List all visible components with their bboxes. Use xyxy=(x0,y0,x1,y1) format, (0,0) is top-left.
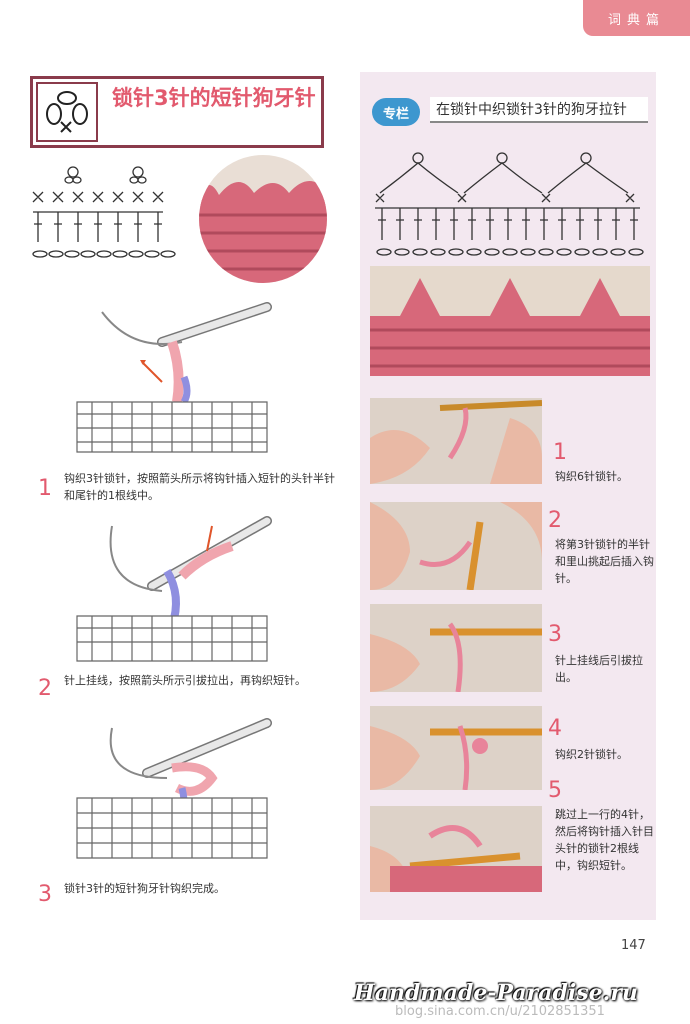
column-step1-photo xyxy=(370,398,542,484)
left-step1-text: 钩织3针锁针，按照箭头所示将钩针插入短针的头针半针和尾针的1根线中。 xyxy=(64,472,335,502)
column-step5-photo xyxy=(370,806,542,892)
col-step2-number: 2 xyxy=(548,508,562,533)
picot-sample-photo xyxy=(199,155,327,283)
col-step1-number: 1 xyxy=(553,440,567,465)
page-number: 147 xyxy=(621,938,646,953)
column-badge: 专栏 xyxy=(372,98,420,126)
col-step4-number: 4 xyxy=(548,716,562,741)
col-step5-text: 跳过上一行的4针，然后将钩针插入针目头针的锁针2根线中，钩织短针。 xyxy=(555,808,654,872)
left-step2-text: 针上挂线，按照箭头所示引拔拉出，再钩织短针。 xyxy=(64,674,306,687)
column-step3-photo xyxy=(370,604,542,692)
blog-watermark: blog.sina.com.cn/u/2102851351 xyxy=(395,1004,605,1019)
section-tab: 词典篇 xyxy=(583,0,690,36)
col-step4-text: 钩织2针锁针。 xyxy=(555,748,628,761)
stitch-symbol-box xyxy=(36,82,98,142)
step3-illustration xyxy=(76,718,272,859)
left-step2-number: 2 xyxy=(38,676,52,701)
col-step2-text: 将第3针锁针的半针和里山挑起后插入钩针。 xyxy=(555,538,654,585)
picot-symbol-icon xyxy=(46,91,88,133)
left-step3-text: 锁针3针的短针狗牙针钩织完成。 xyxy=(64,882,225,895)
col-step5-number: 5 xyxy=(548,778,562,803)
left-step3-number: 3 xyxy=(38,882,52,907)
column-title: 在锁针中织锁针3针的狗牙拉针 xyxy=(430,97,648,123)
col-step3-text: 针上挂线后引拔拉出。 xyxy=(555,654,643,684)
title-frame xyxy=(30,76,324,148)
left-step1-number: 1 xyxy=(38,476,52,501)
column-step2-photo xyxy=(370,502,542,590)
column-stitch-chart xyxy=(375,152,644,256)
page-title: 锁针3针的短针狗牙针 xyxy=(112,86,316,110)
step2-illustration xyxy=(76,516,272,662)
step1-illustration xyxy=(76,302,272,453)
site-watermark: Handmade-Paradise.ru xyxy=(354,980,638,1006)
column-step4-photo xyxy=(370,706,542,790)
col-step1-text: 钩织6针锁针。 xyxy=(555,470,628,483)
col-step3-number: 3 xyxy=(548,622,562,647)
stitch-chart-diagram xyxy=(32,166,176,258)
column-sample-photo xyxy=(370,266,650,376)
